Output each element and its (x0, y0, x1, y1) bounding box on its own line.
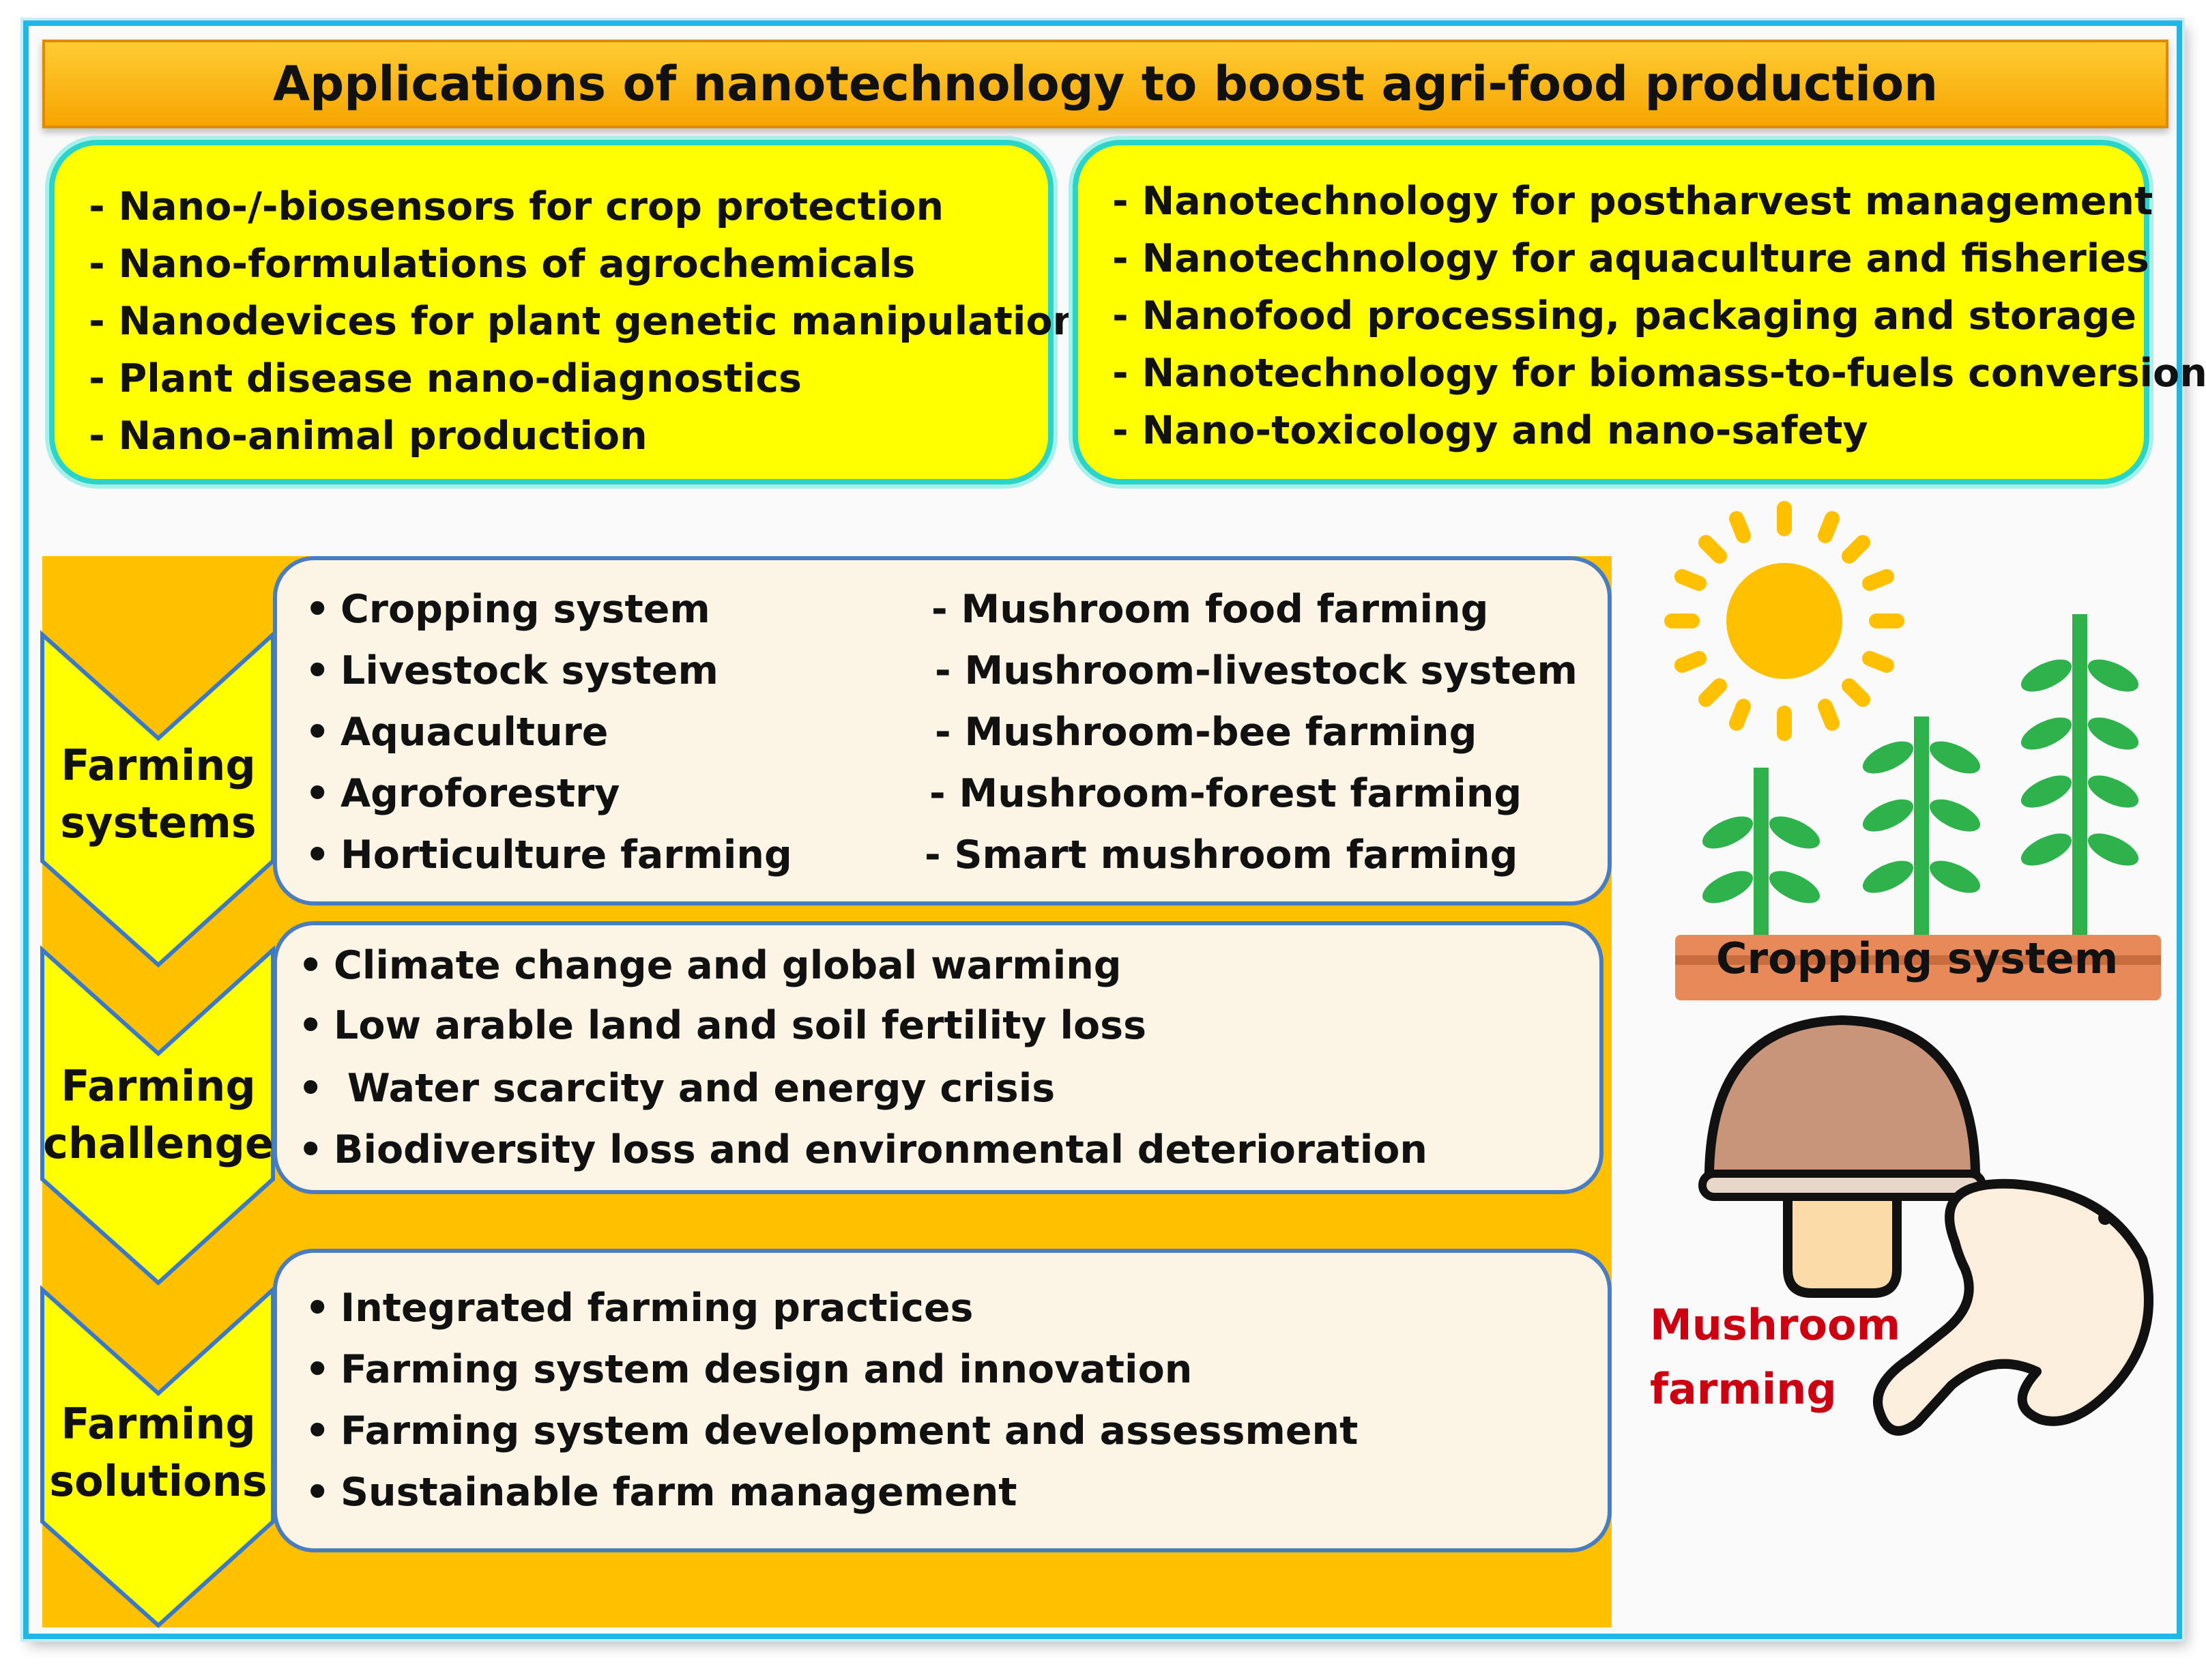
chevron-challenge (40, 945, 275, 1286)
title-banner: Applications of nanotechnology to boost … (42, 40, 2168, 128)
stage-label-line: systems (60, 798, 257, 848)
application-item: - Nano-toxicology and nano-safety (1112, 408, 1868, 453)
system-item: Agroforestry (305, 770, 620, 817)
solution-item: Farming system development and assessmen… (305, 1407, 1358, 1455)
page-title: Applications of nanotechnology to boost … (272, 56, 1939, 112)
mushroom-icon (1698, 1015, 1986, 1298)
soil-bed-icon (1675, 935, 2161, 1000)
solution-item: Farming system design and innovation (305, 1346, 1192, 1393)
challenge-item: Biodiversity loss and environmental dete… (298, 1126, 1427, 1174)
mushroom-label-line: farming (1650, 1364, 1837, 1414)
challenge-item: Climate change and global warming (298, 942, 1122, 989)
stage-label-challenge: Farming challenge (42, 1058, 274, 1172)
application-item: - Plant disease nano-diagnostics (89, 356, 802, 401)
application-item: - Nano-formulations of agrochemicals (89, 242, 916, 287)
mushroom-system-item: - Mushroom-bee farming (935, 710, 1477, 755)
application-item: - Nano-/-biosensors for crop protection (89, 184, 944, 229)
mushroom-farming-label: Mushroom farming (1650, 1293, 1900, 1421)
mushroom-system-item: - Mushroom-forest farming (929, 771, 1522, 816)
crop-animal-applications-box: - Nano-/-biosensors for crop protection … (49, 140, 1081, 484)
plant-icon (1702, 768, 1820, 935)
stage-label-line: solutions (49, 1456, 267, 1506)
system-item: Aquaculture (305, 708, 608, 756)
application-item: - Nano-animal production (89, 414, 648, 459)
mushroom-system-item: - Smart mushroom farming (925, 832, 1518, 878)
stage-label-systems: Farming systems (42, 737, 274, 852)
plant-icon (2020, 614, 2139, 935)
application-item: - Nanofood processing, packaging and sto… (1112, 293, 2137, 338)
cropping-system-label: Cropping system (1716, 933, 2119, 983)
stage-label-line: Farming (61, 740, 256, 790)
mushroom-icon (1873, 1178, 2153, 1436)
system-item: Cropping system (305, 585, 710, 633)
sun-icon (1664, 501, 1904, 741)
food-processing-applications-box: - Nanotechnology for postharvest managem… (1073, 140, 2206, 484)
challenge-item: Water scarcity and energy crisis (298, 1065, 1055, 1112)
mushroom-system-item: - Mushroom-livestock system (935, 648, 1578, 693)
stage-label-line: challenge (43, 1118, 274, 1168)
challenge-item: Low arable land and soil fertility loss (298, 1002, 1146, 1049)
stage-label-solutions: Farming solutions (42, 1395, 274, 1510)
plant-icon (1862, 716, 1981, 935)
chevron-solutions (40, 1285, 275, 1629)
application-item: - Nanodevices for plant genetic manipula… (89, 299, 1081, 344)
stage-label-line: Farming (61, 1061, 256, 1111)
solution-item: Integrated farming practices (305, 1284, 973, 1332)
mushroom-system-item: - Mushroom food farming (931, 587, 1489, 632)
system-item: Livestock system (305, 647, 719, 695)
application-item: - Nanotechnology for postharvest managem… (1112, 179, 2153, 224)
application-item: - Nanotechnology for biomass-to-fuels co… (1112, 351, 2206, 396)
mushroom-label-line: Mushroom (1650, 1300, 1901, 1350)
system-item: Horticulture farming (305, 831, 792, 879)
application-item: - Nanotechnology for aquaculture and fis… (1112, 236, 2149, 281)
stage-label-line: Farming (61, 1399, 256, 1449)
solution-item: Sustainable farm management (305, 1468, 1017, 1516)
